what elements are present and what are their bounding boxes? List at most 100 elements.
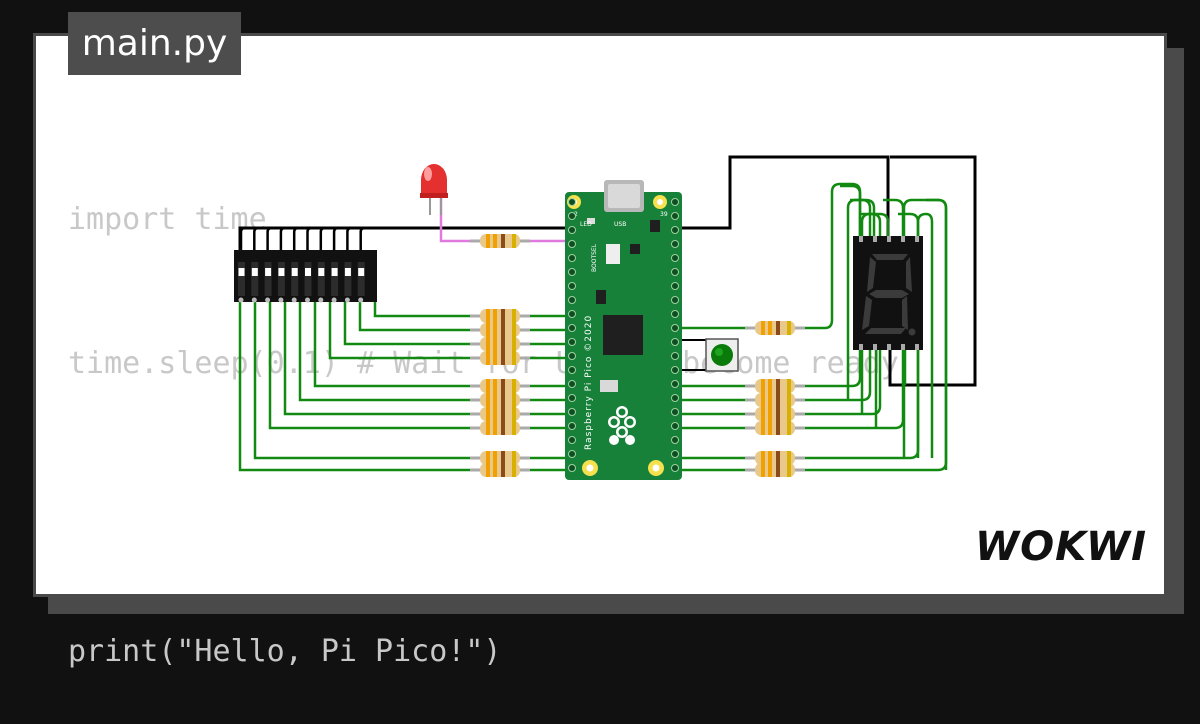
switch-to-resistor-wire <box>313 300 470 388</box>
display-wire <box>902 198 948 470</box>
switch-knob <box>358 268 365 276</box>
resistor <box>470 421 530 435</box>
pico-pin <box>568 380 576 388</box>
switch-pin <box>305 297 310 303</box>
led-label: LED <box>580 221 592 228</box>
pico-pin <box>671 352 679 360</box>
pico-pin <box>671 366 679 374</box>
switch-lever <box>238 262 245 296</box>
switch-lever <box>304 262 312 296</box>
wokwi-logo: WOKWI <box>975 524 1148 570</box>
switch-wire <box>332 226 339 250</box>
switch-to-resistor-wire <box>238 300 470 472</box>
resistor <box>470 309 530 323</box>
switch-lever <box>291 262 299 296</box>
switch-wire <box>319 226 325 250</box>
resistor <box>745 393 805 407</box>
pico-pin <box>568 296 576 304</box>
pushbutton[interactable] <box>682 338 739 372</box>
red-led[interactable] <box>420 164 448 215</box>
pico-pin <box>671 296 679 304</box>
resistor-to-display-wire <box>800 182 862 330</box>
switch-lever <box>344 262 352 296</box>
switch-to-resistor-wire <box>373 300 470 318</box>
pico-pin <box>568 324 576 332</box>
pico-pin <box>568 310 576 318</box>
switch-knob <box>305 268 311 276</box>
board-name: Raspberry Pi Pico ©2020 <box>584 315 594 450</box>
pico-pin <box>671 268 679 276</box>
display-wire <box>860 212 890 414</box>
pico-pin <box>671 310 679 318</box>
pico-pin <box>568 422 576 430</box>
circuit-diagram: LED USB 2 39 BOOTSEL Raspberry Pi Pico ©… <box>234 155 977 480</box>
display-pin <box>887 344 891 350</box>
switch-wire <box>359 226 365 250</box>
code-line: time.sleep(0.1) # Wait for USB to become… <box>68 346 899 381</box>
resistor <box>745 421 805 435</box>
switch-lever <box>357 262 365 296</box>
switch-knob <box>251 268 258 276</box>
pico-pin <box>671 408 679 416</box>
switch-lever <box>277 262 285 296</box>
code-line: print("Hello, Pi Pico!") <box>68 634 502 669</box>
resistor <box>745 321 805 335</box>
pin-number-right: 39 <box>660 211 668 218</box>
pico-pin <box>671 338 679 346</box>
resistor <box>470 463 530 477</box>
display-pin <box>887 236 891 242</box>
switch-to-resistor-wire <box>358 300 470 332</box>
pico-pin <box>568 268 576 276</box>
switch-to-resistor-wire <box>328 300 470 360</box>
seven-segment-display[interactable] <box>853 236 923 350</box>
switch-knob <box>344 268 351 276</box>
pico-pin <box>568 450 576 458</box>
pico-pin <box>671 422 679 430</box>
raspberry-pi-pico[interactable]: LED USB 2 39 BOOTSEL Raspberry Pi Pico ©… <box>565 180 682 480</box>
dip-switch[interactable] <box>234 250 377 303</box>
resistor <box>470 393 530 407</box>
switch-pin <box>331 297 337 303</box>
switch-knob <box>238 268 245 276</box>
resistor <box>470 337 530 351</box>
display-wire <box>916 212 934 458</box>
switch-lever <box>317 262 325 296</box>
pico-pin <box>568 198 576 206</box>
pico-pin <box>671 450 679 458</box>
pico-pin <box>671 198 679 206</box>
switch-to-resistor-wire <box>253 300 470 460</box>
switch-pin <box>251 297 257 303</box>
switch-pin <box>278 297 284 303</box>
switch-pin <box>344 297 350 303</box>
pico-pin <box>671 464 679 472</box>
display-pin <box>873 236 877 242</box>
pico-pin <box>568 282 576 290</box>
resistor <box>745 463 805 477</box>
switch-to-resistor-wire <box>298 300 470 402</box>
switch-pin <box>265 297 271 303</box>
switch-knob <box>278 268 285 276</box>
resistor <box>470 351 530 365</box>
display-pin <box>915 344 919 350</box>
pico-pin <box>568 436 576 444</box>
resistor <box>745 451 805 465</box>
switch-wire <box>266 226 272 250</box>
pico-pin <box>671 212 679 220</box>
pico-pin <box>568 394 576 402</box>
pico-pin <box>568 408 576 416</box>
pico-pin <box>671 324 679 332</box>
switch-wire <box>292 226 299 250</box>
switch-lever <box>331 262 339 296</box>
switch-black-wires <box>239 226 365 250</box>
pico-pin <box>568 338 576 346</box>
resistor <box>745 379 805 393</box>
switch-lever <box>264 262 272 296</box>
pico-pin <box>568 240 576 248</box>
display-pin <box>915 236 919 242</box>
switch-wire <box>346 226 352 250</box>
file-tab[interactable]: main.py <box>68 12 241 75</box>
resistor <box>745 407 805 421</box>
switch-wire <box>239 226 246 250</box>
code-line: import time <box>68 202 267 237</box>
pico-pin <box>568 352 576 360</box>
